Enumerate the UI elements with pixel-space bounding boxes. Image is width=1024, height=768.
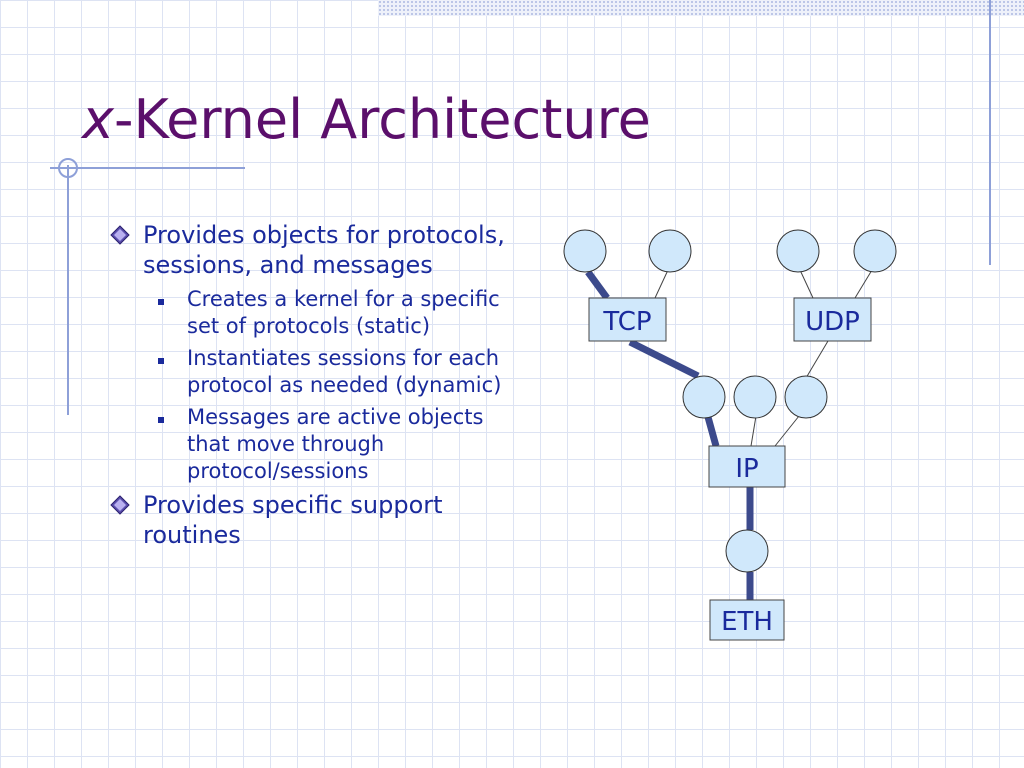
session-node	[853, 229, 897, 273]
session-node	[682, 375, 726, 419]
protocol-label-udp: UDP	[805, 307, 860, 337]
corner-dot-pattern	[378, 0, 1024, 16]
session-node	[784, 375, 828, 419]
diamond-bullet-icon	[110, 495, 130, 515]
bullet-level1: Provides objects for protocols, sessions…	[110, 220, 530, 280]
square-bullet-icon	[158, 417, 164, 423]
bullet-text: Provides objects for protocols, sessions…	[143, 221, 505, 279]
title-rest: -Kernel Architecture	[113, 88, 651, 151]
slide-title: x-Kernel Architecture	[82, 88, 651, 151]
protocol-label-tcp: TCP	[602, 307, 651, 337]
square-bullet-icon	[158, 299, 164, 305]
sub-bullet-text: Messages are active objects that move th…	[187, 405, 484, 483]
protocol-box-eth	[709, 599, 785, 641]
edge-thin	[774, 415, 800, 447]
sub-bullet-text: Creates a kernel for a specific set of p…	[187, 287, 500, 338]
title-italic-x: x	[82, 88, 114, 151]
protocol-box-tcp	[588, 297, 667, 342]
edge-thick	[628, 338, 700, 380]
protocol-label-ip: IP	[735, 454, 758, 484]
edge-thick	[585, 269, 610, 301]
edge-thin	[854, 269, 873, 299]
square-bullet-icon	[158, 358, 164, 364]
session-node	[725, 529, 769, 573]
edge-thin	[799, 269, 814, 299]
edge-thin	[805, 340, 829, 379]
bullet-text: Provides specific support routines	[143, 491, 443, 549]
session-node	[733, 375, 777, 419]
sub-bullet: Creates a kernel for a specific set of p…	[110, 286, 530, 340]
edge-thick	[704, 416, 720, 447]
sub-bullet: Messages are active objects that move th…	[110, 404, 530, 485]
protocol-box-udp	[793, 297, 872, 342]
session-node	[776, 229, 820, 273]
protocol-box-ip	[708, 445, 786, 488]
diamond-bullet-icon	[110, 225, 130, 245]
session-node	[648, 229, 692, 273]
bullet-list: Provides objects for protocols, sessions…	[110, 220, 530, 556]
bullet-level1: Provides specific support routines	[110, 490, 530, 550]
edge-thin	[750, 415, 757, 447]
sub-bullet: Instantiates sessions for each protocol …	[110, 345, 530, 399]
edge-thin	[654, 269, 669, 299]
session-node	[563, 229, 607, 273]
right-vertical-rule	[989, 0, 991, 265]
left-vertical-rule	[67, 165, 69, 415]
crosshair-ornament	[50, 158, 245, 178]
protocol-label-eth: ETH	[721, 607, 773, 637]
sub-bullet-text: Instantiates sessions for each protocol …	[187, 346, 502, 397]
